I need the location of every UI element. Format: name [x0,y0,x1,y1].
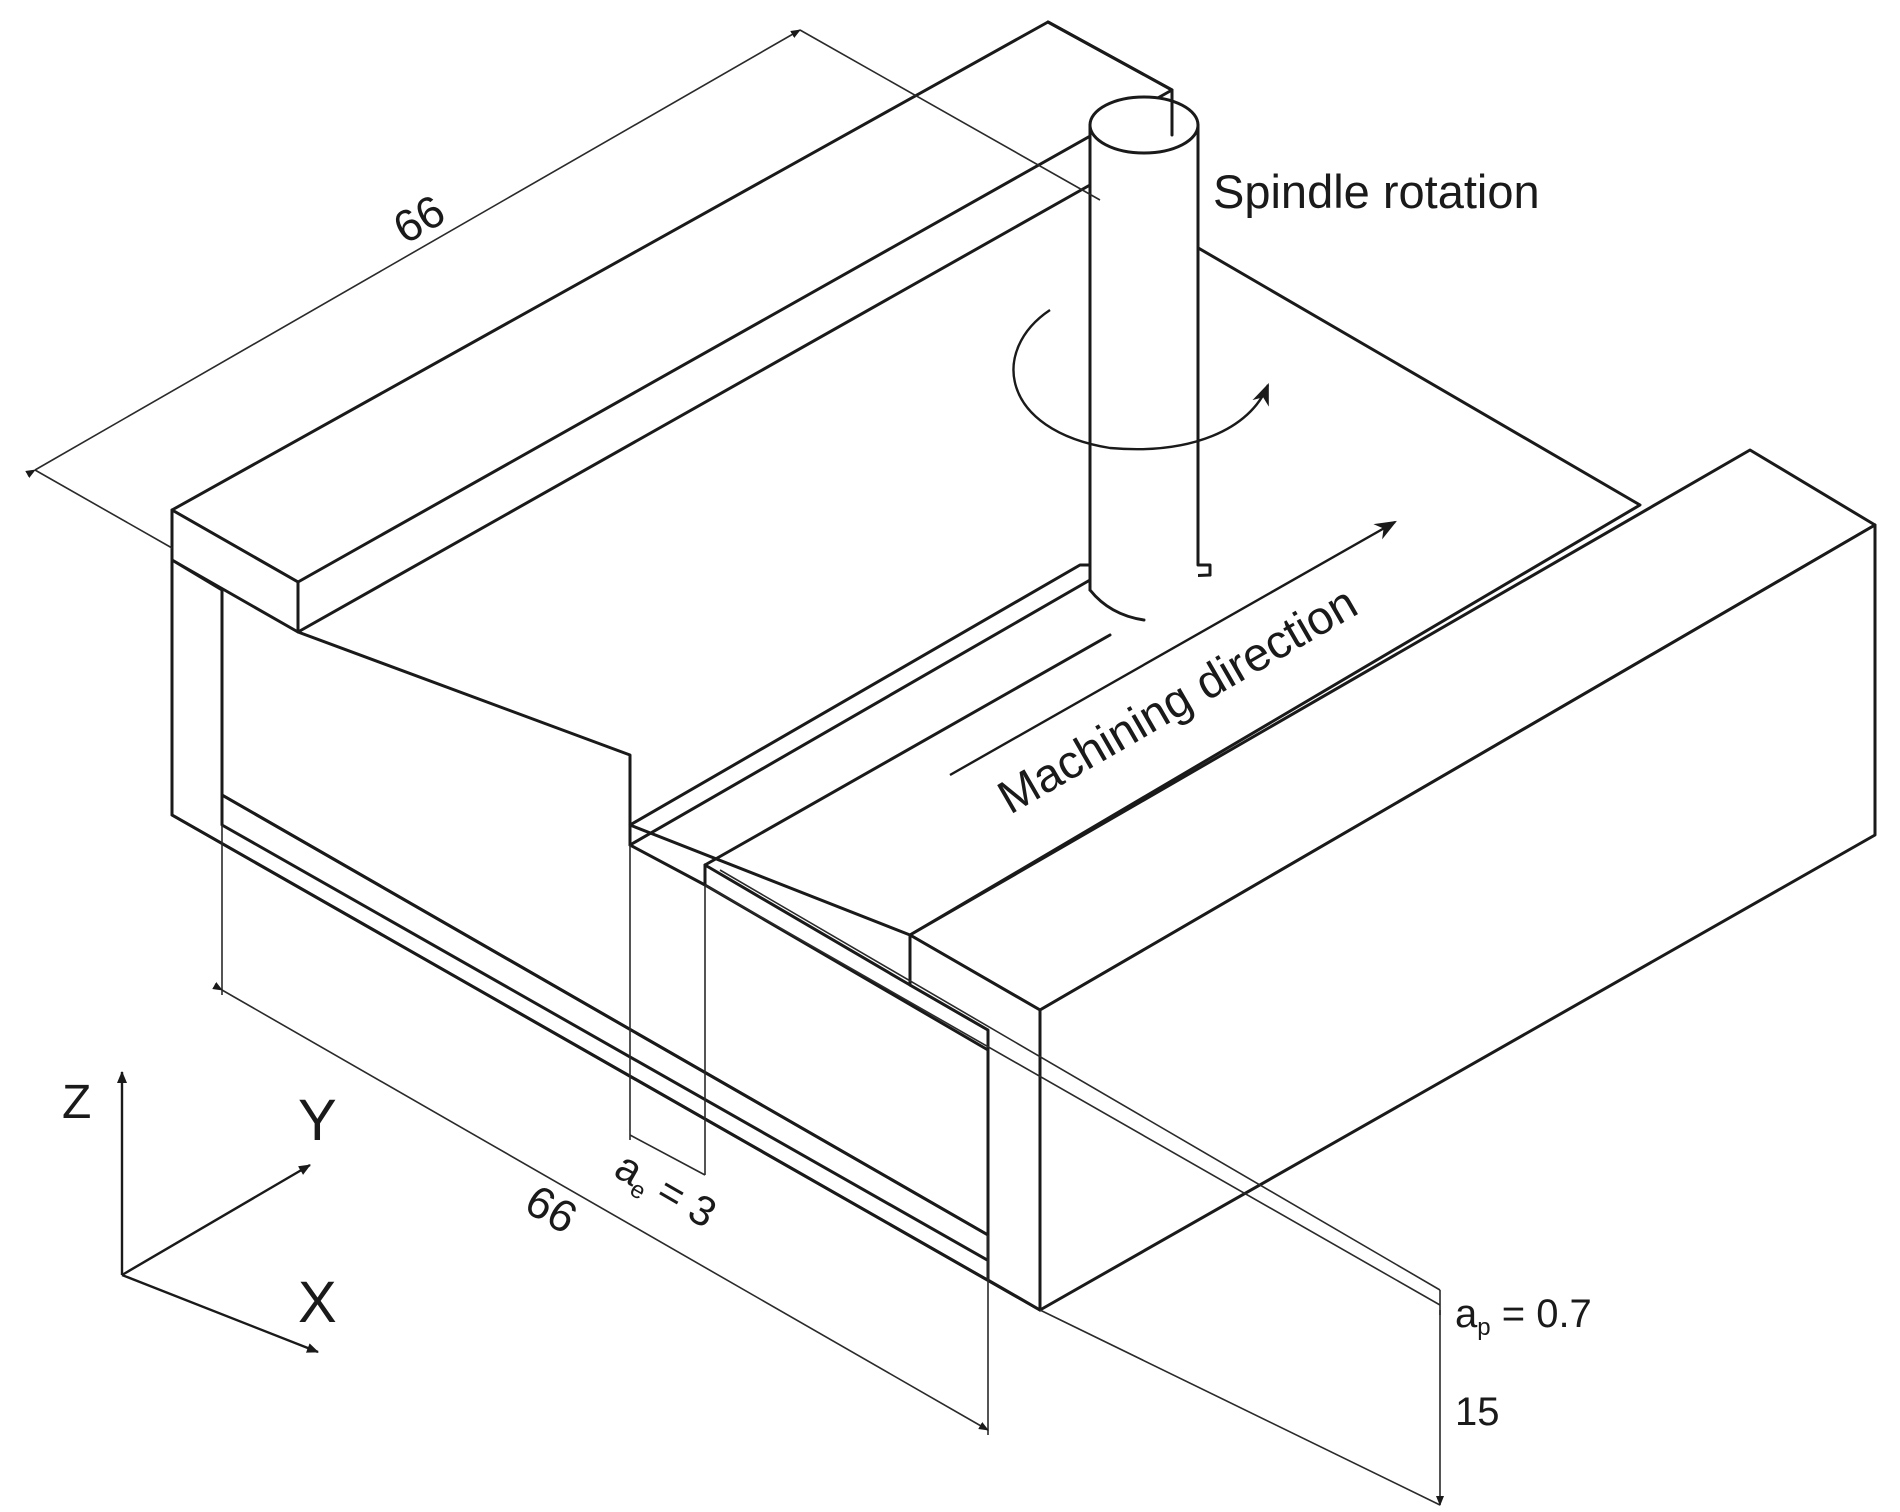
ap-label: ap = 0.7 [1455,1292,1592,1341]
y-axis [121,1163,311,1277]
coordinate-axes: Z Y X [62,1071,337,1354]
ae-label: ae = 3 [605,1142,724,1241]
height-label: 15 [1455,1390,1500,1434]
machining-direction-arrow [949,520,1397,777]
dim-line-bottom [212,982,989,1431]
spindle-tool [1046,20,1200,622]
length-bottom-label: 66 [517,1174,586,1243]
ae-value: = 3 [639,1160,724,1236]
x-axis-label: X [298,1270,337,1335]
rotation-arrow [1012,309,1270,451]
y-axis-label: Y [298,1088,337,1153]
z-axis-label: Z [62,1076,91,1129]
ap-value: = 0.7 [1491,1292,1592,1336]
spindle-rotation-label: Spindle rotation [1213,165,1540,218]
spindle-top [1088,95,1200,155]
ap-subscript: p [1477,1314,1490,1341]
dim-line-top [25,29,801,478]
ap-symbol: a [1455,1292,1478,1336]
length-top-label: 66 [385,184,454,253]
dimensions [25,29,1444,1506]
x-axis [121,1273,319,1354]
